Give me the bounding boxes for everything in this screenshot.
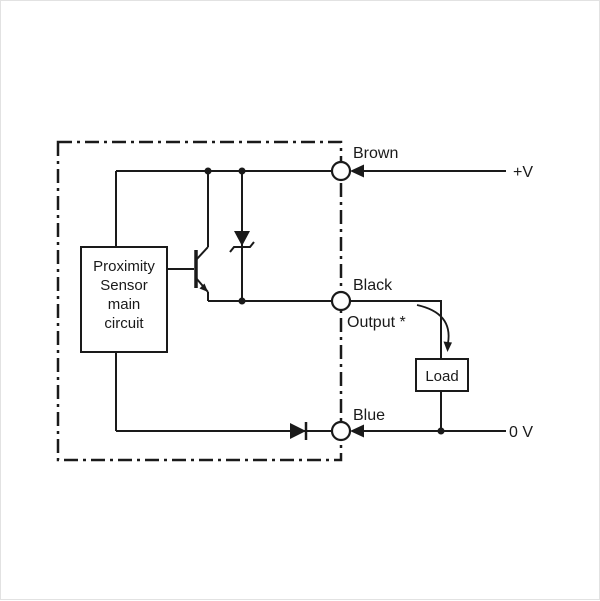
junction-dot: [238, 167, 246, 175]
label-plus-v: +V: [513, 164, 533, 181]
external-wires: [350, 170, 506, 432]
wire-output-to-load: [350, 300, 442, 359]
label-zero-v: 0 V: [509, 424, 533, 441]
terminal-brown: [330, 160, 352, 182]
emitter-arrow-icon: [199, 283, 208, 292]
main-circuit-label-line-2: Sensor: [100, 277, 148, 294]
junction-dot: [204, 167, 212, 175]
diode-icon: [290, 422, 308, 440]
zero-v-arrow-icon: [350, 424, 364, 438]
current-flow-arrow-icon: [416, 304, 452, 352]
label-blue: Blue: [353, 407, 385, 424]
main-circuit-box: [80, 246, 168, 353]
label-brown: Brown: [353, 145, 398, 162]
label-output: Output *: [347, 314, 406, 331]
plus-v-arrow-icon: [350, 164, 364, 178]
junction-dots: [204, 167, 445, 435]
junction-dot: [238, 297, 246, 305]
terminal-black: [330, 290, 352, 312]
main-circuit-label-line-1: Proximity: [93, 258, 155, 275]
load-label: Load: [425, 368, 458, 385]
transistor-icon: [194, 246, 209, 293]
main-circuit-label-line-4: circuit: [104, 315, 144, 332]
terminal-blue: [330, 420, 352, 442]
zener-diode-icon: [229, 231, 255, 253]
main-circuit-label-line-3: main: [108, 296, 141, 313]
label-black: Black: [353, 277, 393, 294]
load-box: [415, 358, 469, 392]
internal-wires: [115, 170, 332, 432]
